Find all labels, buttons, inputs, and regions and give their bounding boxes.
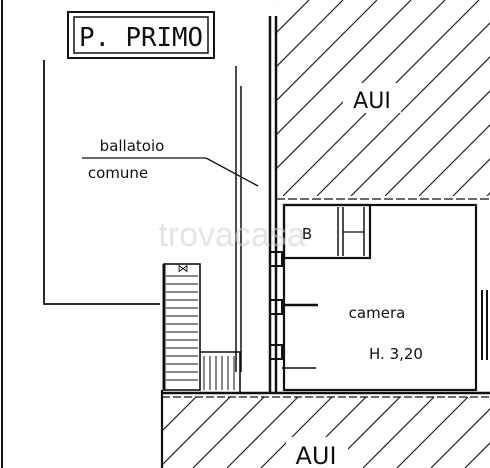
staircase: ⋈	[162, 262, 241, 392]
hatch-line-top	[275, 0, 412, 137]
aui-bottom-label-bg	[286, 437, 348, 468]
hatch-line-top	[452, 158, 490, 196]
title-box: P. PRIMO	[67, 11, 215, 59]
hatch-line-bottom	[162, 397, 163, 398]
aui-top-label: AUI	[353, 89, 391, 114]
hatch-area-bottom	[162, 397, 490, 468]
hatch-line-top	[275, 0, 378, 103]
watermark: trovacasa	[158, 216, 305, 254]
hatch-line-bottom	[430, 408, 490, 468]
hatch-line-bottom	[464, 442, 490, 468]
aui-top-label-bg	[343, 83, 401, 113]
floor-title: P. PRIMO	[79, 23, 203, 53]
hatch-line-top	[316, 22, 490, 196]
camera-label: camera	[349, 304, 406, 322]
hatch-line-top	[275, 0, 344, 69]
hatch-line-bottom	[260, 397, 333, 468]
height-label: H. 3,20	[369, 345, 423, 363]
hatch-line-bottom	[192, 397, 265, 468]
camera-room	[276, 198, 490, 392]
ballatoio-outline	[43, 60, 160, 305]
svg-text:⋈: ⋈	[178, 262, 189, 275]
hatch-line-bottom	[162, 397, 197, 432]
hatch-line-bottom	[162, 397, 231, 466]
hatch-line-bottom	[362, 397, 435, 468]
hatch-line-bottom	[396, 397, 469, 468]
bathroom	[282, 203, 372, 260]
hatch-line-top	[384, 90, 490, 196]
ballatoio-label: ballatoio	[100, 137, 165, 155]
hatch-line-top	[418, 124, 490, 196]
aui-bottom-label: AUI	[295, 442, 336, 468]
hatch-line-top	[350, 56, 490, 196]
bathroom-label: B	[302, 225, 312, 243]
comune-label: comune	[88, 164, 148, 182]
hatch-line-bottom	[226, 397, 299, 468]
ballatoio-leader-line	[205, 157, 259, 187]
door-symbols	[269, 251, 318, 369]
